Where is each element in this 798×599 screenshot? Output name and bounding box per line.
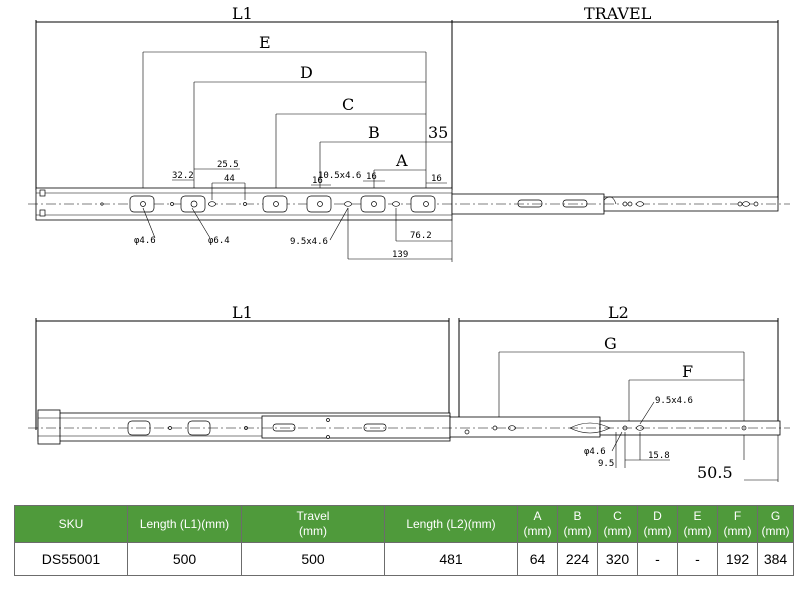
dim-15-8: 15.8 [648,451,670,461]
label-35: 35 [428,123,448,142]
table-header-row: SKU Length (L1)(mm) Travel (mm) Length (… [14,505,794,543]
cell-e: - [677,542,718,576]
header-b: B(mm) [557,505,598,543]
header-g-label: G [770,509,781,523]
header-travel-label: Travel [296,509,330,523]
header-c-label: C [613,509,622,523]
technical-drawing: L1 TRAVEL E D C B A 35 [28,4,790,482]
label-50-5: 50.5 [697,463,733,482]
header-sku: SKU [14,505,128,543]
dim-16-c: 16 [431,174,442,184]
dim-10-5x4-6: 10.5x4.6 [318,171,361,181]
header-d-unit: (mm) [643,524,672,538]
header-a-label: A [533,509,542,523]
label-b: B [368,123,380,142]
header-l1: Length (L1)(mm) [127,505,242,543]
header-f: F(mm) [717,505,758,543]
header-c-unit: (mm) [603,524,632,538]
header-g-unit: (mm) [761,524,790,538]
label-f: F [682,362,693,381]
dim-phi6-4: φ6.4 [208,236,230,246]
dim-25-5: 25.5 [217,160,239,170]
cell-g: 384 [757,542,794,576]
header-f-label: F [733,509,742,523]
header-b-unit: (mm) [563,524,592,538]
dim-9-5: 9.5 [598,459,614,469]
header-g: G(mm) [757,505,794,543]
header-e-label: E [693,509,702,523]
label-l2: L2 [608,303,629,322]
header-a: A(mm) [517,505,558,543]
label-travel: TRAVEL [584,4,652,23]
header-e-unit: (mm) [683,524,712,538]
dim-phi4-6: φ4.6 [134,236,156,246]
cell-f: 192 [717,542,758,576]
header-travel: Travel (mm) [241,505,385,543]
header-l2: Length (L2)(mm) [384,505,518,543]
cell-l2: 481 [384,542,518,576]
cell-c: 320 [597,542,638,576]
label-e: E [259,33,271,52]
dim-9-5x4-6: 9.5x4.6 [290,237,328,247]
dim-phi4-6-bottom: φ4.6 [584,447,606,457]
header-travel-unit: (mm) [299,524,327,538]
header-d-label: D [653,509,662,523]
header-e: E(mm) [677,505,718,543]
cell-d: - [637,542,678,576]
label-l1-bottom: L1 [232,303,253,322]
label-l1-top: L1 [232,4,253,23]
dim-9-5x4-6-bottom: 9.5x4.6 [655,396,693,406]
label-c: C [342,95,354,114]
cell-travel: 500 [241,542,385,576]
cell-sku: DS55001 [14,542,128,576]
label-a: A [395,151,408,170]
table-row: DS55001 500 500 481 64 224 320 - - 192 3… [14,542,794,576]
header-c: C(mm) [597,505,638,543]
cell-l1: 500 [127,542,242,576]
header-a-unit: (mm) [523,524,552,538]
header-d: D(mm) [637,505,678,543]
dim-139: 139 [392,250,408,260]
cell-a: 64 [517,542,558,576]
dim-76-2: 76.2 [410,231,432,241]
cell-b: 224 [557,542,598,576]
dim-44: 44 [224,174,235,184]
spec-table: SKU Length (L1)(mm) Travel (mm) Length (… [14,505,794,576]
dim-16-b: 16 [366,172,377,182]
header-f-unit: (mm) [723,524,752,538]
bottom-view: L1 L2 G F 9.5x4.6 [28,303,790,482]
header-b-label: B [573,509,582,523]
top-view: L1 TRAVEL E D C B A 35 [28,4,790,262]
label-g: G [604,334,617,353]
dim-32-2: 32.2 [172,171,194,181]
dim-16-a: 16 [312,176,323,186]
label-d: D [300,63,313,82]
